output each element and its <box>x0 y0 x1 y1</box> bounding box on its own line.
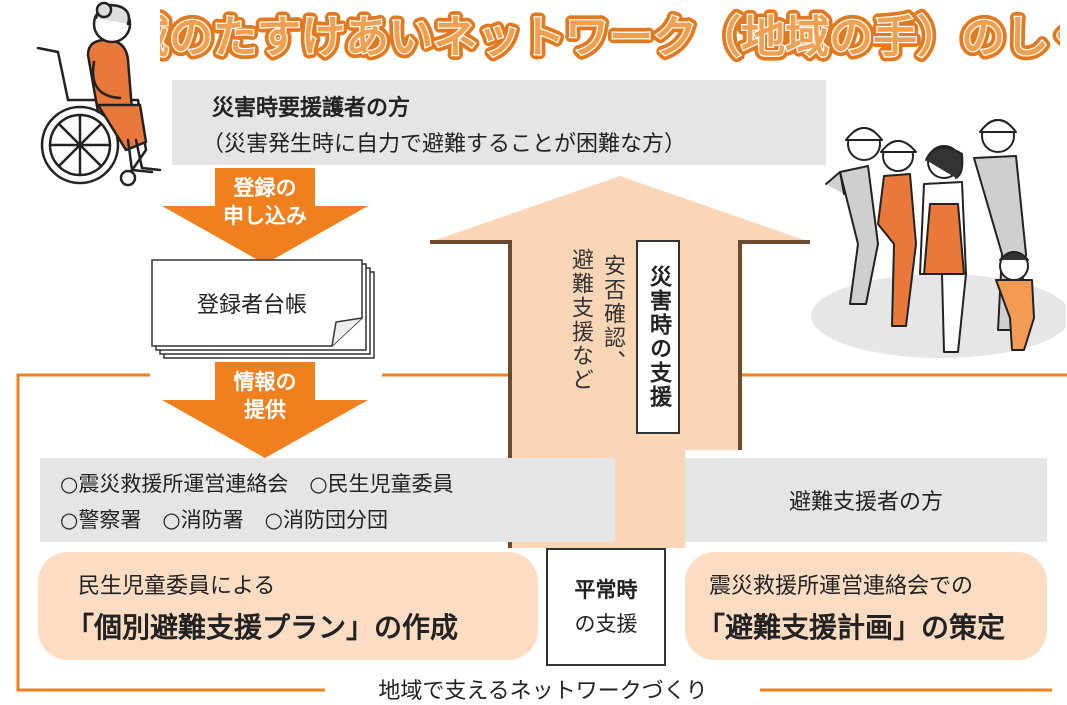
individual-plan-line2: 「個別避難支援プラン」の作成 <box>66 611 459 644</box>
info-arrow-line1: 情報の <box>233 370 297 394</box>
normal-support-line1: 平常時 <box>574 578 638 602</box>
target-person-description: （災害発生時に自力で避難することが困難な方） <box>202 132 687 157</box>
normal-support-box: 平常時 の支援 <box>546 548 666 666</box>
disaster-support-detail2: 避難支援など <box>568 248 593 392</box>
wheelchair-person-illustration <box>28 0 178 190</box>
individual-plan-box: 民生児童委員による 「個別避難支援プラン」の作成 <box>38 552 538 660</box>
info-arrow-line2: 提供 <box>244 398 286 422</box>
title-text: 地域のたすけあいネットワーク（地域の手）のしくみ <box>160 12 1060 63</box>
evacuation-plan-box: 震災救援所運営連絡会での 「避難支援計画」の策定 <box>685 552 1047 660</box>
disaster-support-label: 災害時の支援 <box>636 240 680 434</box>
evacuation-plan-line1: 震災救援所運営連絡会での <box>709 574 974 599</box>
evacuation-helper-box: 避難支援者の方 <box>685 458 1047 542</box>
registry-label: 登録者台帳 <box>196 293 307 318</box>
rescue-team-illustration <box>806 104 1067 362</box>
info-provision-arrow: 情報の 提供 <box>162 362 368 458</box>
evacuation-plan-line2: 「避難支援計画」の策定 <box>697 611 1006 644</box>
organization-box: ○震災救援所運営連絡会 ○民生児童委員 ○警察署 ○消防署 ○消防団分団 <box>40 458 615 542</box>
registration-arrow: 登録の 申し込み <box>162 168 368 264</box>
organization-line1: ○震災救援所運営連絡会 ○民生児童委員 <box>60 472 454 496</box>
registration-arrow-line2: 申し込み <box>223 204 307 228</box>
disaster-support-detail1: 安否確認、 <box>600 254 625 374</box>
diagram-title: 地域のたすけあいネットワーク（地域の手）のしくみ 地域のたすけあいネットワーク（… <box>160 4 1060 68</box>
target-person-heading: 災害時要援護者の方 <box>212 96 411 121</box>
normal-support-line2: の支援 <box>574 612 638 636</box>
organization-line2: ○警察署 ○消防署 ○消防団分団 <box>60 508 388 532</box>
network-caption: 地域で支えるネットワークづくり <box>330 676 756 704</box>
target-person-box: 災害時要援護者の方 （災害発生時に自力で避難することが困難な方） <box>172 80 826 165</box>
title-outline: 地域のたすけあいネットワーク（地域の手）のしくみ <box>160 12 1060 63</box>
individual-plan-line1: 民生児童委員による <box>78 574 276 599</box>
registry-document-stack: 登録者台帳 <box>150 258 380 362</box>
registration-arrow-line1: 登録の <box>233 176 297 200</box>
